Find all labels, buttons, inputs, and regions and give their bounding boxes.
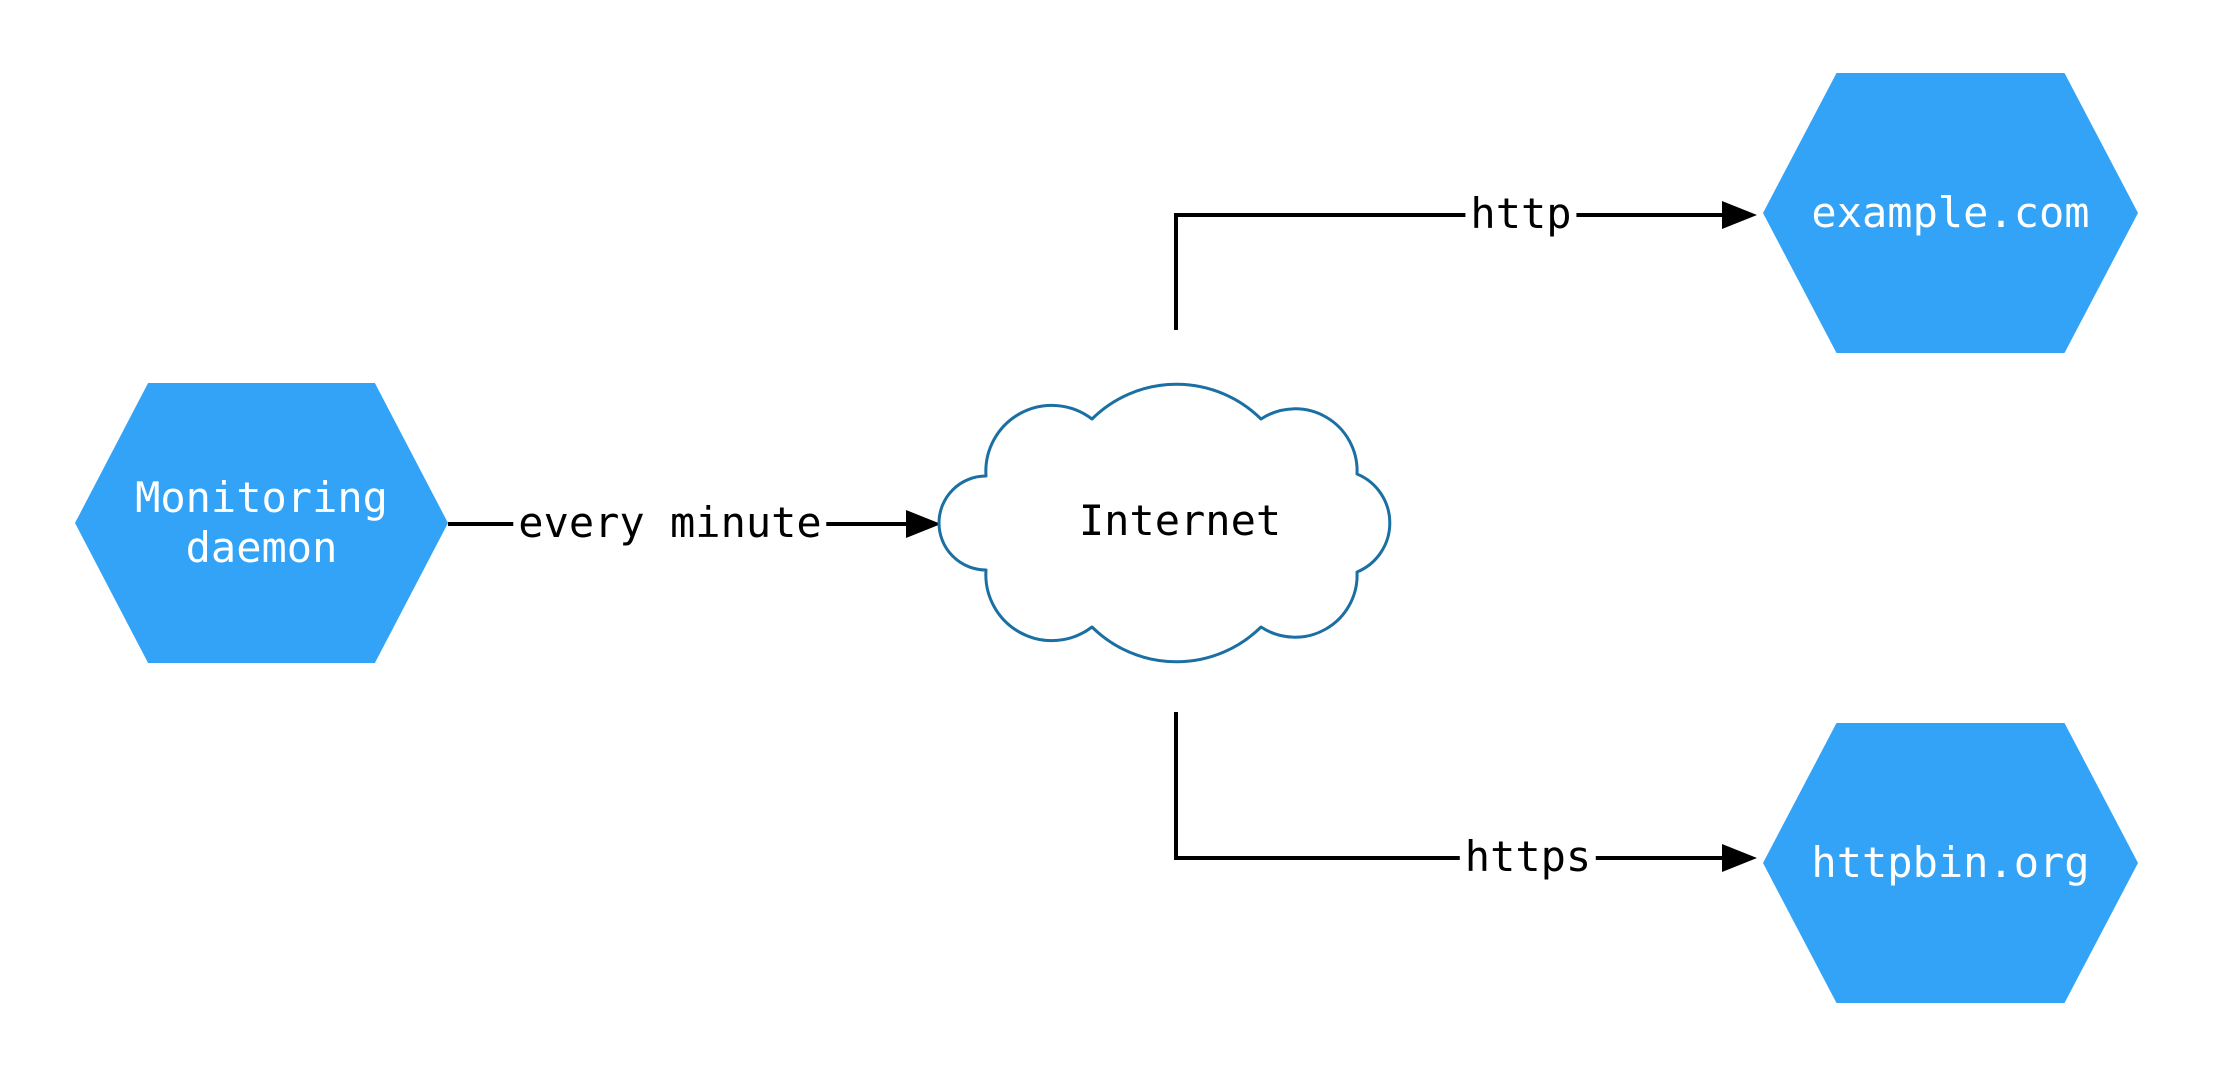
edge-label-every-minute: every minute bbox=[513, 500, 827, 546]
arrowhead-internet-to-httpbin bbox=[1722, 844, 1757, 872]
node-example-com-label: example.com bbox=[1811, 188, 2090, 238]
node-example-com: example.com bbox=[1763, 73, 2138, 353]
internet-cloud-icon bbox=[937, 382, 1392, 664]
edge-label-http: http bbox=[1465, 191, 1577, 237]
edge-internet-to-example bbox=[1174, 213, 1722, 330]
arrowhead-monitoring-to-internet bbox=[906, 510, 941, 538]
arrowhead-internet-to-example bbox=[1722, 201, 1757, 229]
node-monitoring-daemon-label: Monitoring daemon bbox=[135, 473, 388, 572]
node-httpbin-org: httpbin.org bbox=[1763, 723, 2138, 1003]
edge-label-https: https bbox=[1459, 834, 1597, 880]
node-monitoring-daemon: Monitoring daemon bbox=[75, 383, 448, 663]
node-internet-label: Internet bbox=[1078, 496, 1282, 545]
edge-internet-to-httpbin bbox=[1174, 712, 1722, 860]
node-httpbin-org-label: httpbin.org bbox=[1811, 838, 2090, 888]
